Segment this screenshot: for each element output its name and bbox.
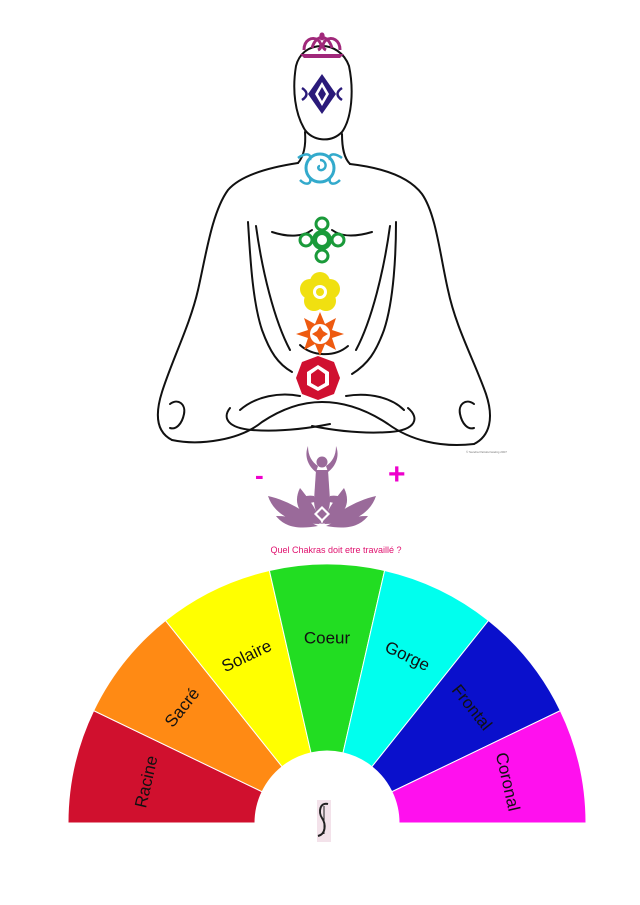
solar-plexus-chakra-symbol: [300, 272, 340, 311]
fan-segment-solaire: [164, 569, 312, 768]
lotus-icon: [268, 446, 376, 528]
throat-chakra-symbol: [297, 152, 343, 185]
fan-segment-frontal: [371, 619, 562, 793]
pendulum-symbol-icon: [317, 800, 331, 842]
fan-segment-racine: [67, 709, 263, 824]
crown-chakra-symbol: [300, 32, 344, 58]
meditating-figure: [156, 45, 491, 446]
fan-segment-sacré: [92, 619, 283, 793]
third-eye-chakra-symbol: [301, 74, 343, 114]
fan-label-coeur: Coeur: [304, 628, 351, 647]
sacral-chakra-symbol: [296, 312, 344, 356]
plus-sign: +: [388, 458, 406, 491]
question-title: Quel Chakras doit etre travaillé ?: [270, 545, 401, 555]
fan-segment-coronal: [391, 709, 587, 824]
root-chakra-symbol: [296, 356, 340, 400]
minus-sign: -: [255, 460, 264, 490]
illustration-credit: © Sandra Pattofer/wiebig 2007: [466, 450, 507, 454]
heart-chakra-symbol: [298, 216, 346, 264]
fan-segment-gorge: [342, 569, 490, 768]
fan-segment-coeur: [268, 563, 386, 754]
